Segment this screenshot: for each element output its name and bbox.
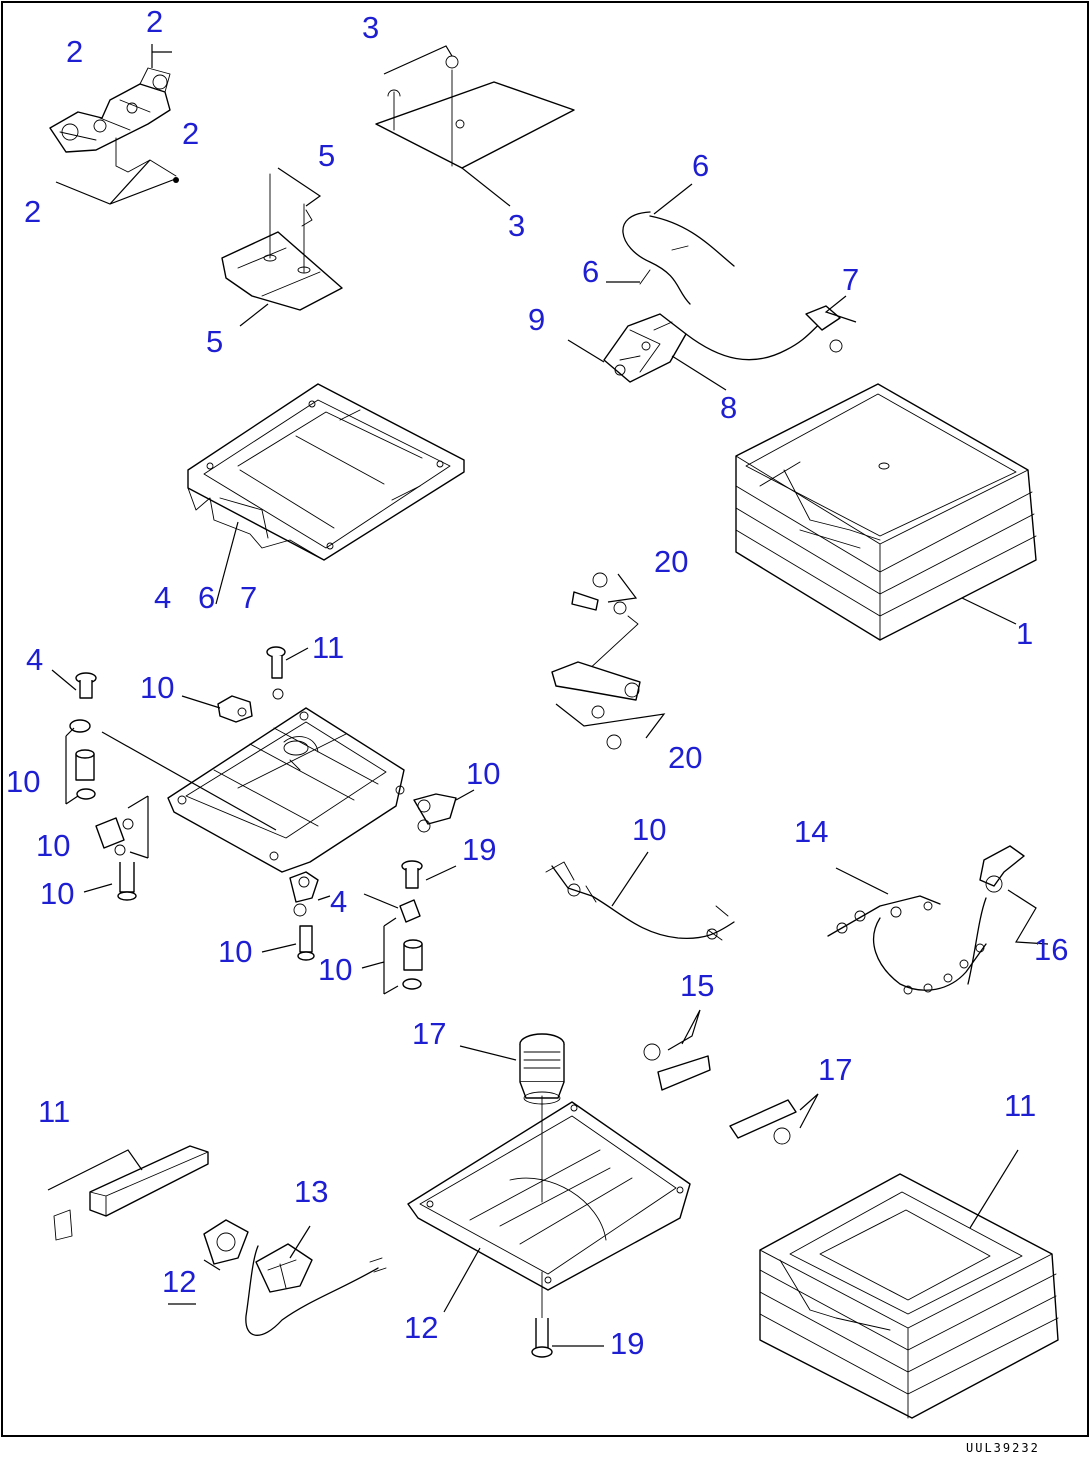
callout-16: 14 xyxy=(794,814,828,849)
callout-5: 5 xyxy=(318,138,335,173)
callout-2: 2 xyxy=(182,116,199,151)
callout-2: 2 xyxy=(66,34,83,69)
callout-10: 10 xyxy=(466,756,500,791)
part-16-wiring xyxy=(827,867,987,995)
callout-9: 9 xyxy=(528,302,545,337)
upper-suspension-frame xyxy=(187,383,465,605)
part-12-switch xyxy=(168,1219,387,1336)
callout-15: 16 xyxy=(1034,932,1068,967)
callout-10: 10 xyxy=(140,670,174,705)
part-18-cushion-frame xyxy=(759,1149,1059,1419)
part-5-bracket xyxy=(221,167,343,327)
part-10-bushing-right xyxy=(361,893,423,995)
part-3-mount-plate xyxy=(375,45,575,207)
part-10-bracket-top xyxy=(181,695,253,723)
callout-2: 2 xyxy=(146,4,163,39)
callout-13: 11 xyxy=(38,1094,70,1129)
part-20-link xyxy=(551,572,666,750)
callout-11: 19 xyxy=(610,1326,644,1361)
callout-17: 17 xyxy=(818,1052,852,1087)
callout-19: 12 xyxy=(404,1310,438,1345)
document-id: UUL39232 xyxy=(966,1441,1040,1455)
callout-14: 10 xyxy=(632,812,666,847)
callout-7: 7 xyxy=(240,580,257,615)
callout-labels: 2 2 2 2 3 3 5 5 6 6 7 8 9 4 6 7 1 20 20 … xyxy=(6,4,1068,1361)
callout-10: 10 xyxy=(318,952,352,987)
middle-suspension-frame xyxy=(101,707,405,873)
callout-18: 11 xyxy=(1004,1088,1036,1123)
part-17-clip-upper xyxy=(643,1009,711,1091)
callout-6: 6 xyxy=(198,580,215,615)
part-15-sensor xyxy=(967,845,1049,985)
part-4-bolt-left xyxy=(51,669,97,699)
callout-6: 6 xyxy=(692,148,709,183)
part-4-bolt-right xyxy=(401,860,457,889)
callout-11: 17 xyxy=(412,1016,446,1051)
callout-5: 5 xyxy=(206,324,223,359)
part-10-bracket-right xyxy=(413,789,475,833)
callout-4: 19 xyxy=(462,832,496,867)
part-11-air-spring xyxy=(459,1033,565,1105)
callout-10: 10 xyxy=(36,828,70,863)
callout-8: 8 xyxy=(720,390,737,425)
part-2-lever-assembly xyxy=(49,44,179,205)
part-17-clip-lower xyxy=(729,1093,819,1145)
callout-12: 13 xyxy=(294,1174,328,1209)
callout-20: 20 xyxy=(668,740,702,775)
part-1-seat-assembly xyxy=(735,383,1037,641)
part-10-bushing-left xyxy=(65,719,96,805)
part-19-bolt xyxy=(83,862,137,901)
part-13-handle xyxy=(47,1145,209,1241)
callout-7: 7 xyxy=(842,262,859,297)
callout-6: 6 xyxy=(582,254,599,289)
callout-19: 10 xyxy=(40,876,74,911)
part-11-bolt-bottom xyxy=(531,1318,604,1358)
callout-12: 12 xyxy=(162,1264,196,1299)
part-10-bracket-lower-left xyxy=(95,795,149,859)
callout-10: 4 xyxy=(330,884,347,919)
callout-2: 2 xyxy=(24,194,41,229)
callout-10: 10 xyxy=(6,764,40,799)
callout-4: 4 xyxy=(26,642,43,677)
callout-3: 3 xyxy=(508,208,525,243)
part-6-7-8-9-cable-lock xyxy=(567,183,857,391)
callout-4: 4 xyxy=(154,580,171,615)
callout-3: 3 xyxy=(362,10,379,45)
part-10-bracket-center xyxy=(261,871,331,961)
callout-10: 10 xyxy=(218,934,252,969)
callout-11: 11 xyxy=(312,630,344,665)
callout-20: 20 xyxy=(654,544,688,579)
part-19-base-frame xyxy=(407,1095,691,1319)
part-11-bolt-top xyxy=(266,646,309,700)
part-14-harness xyxy=(545,851,735,941)
callout-17: 15 xyxy=(680,968,714,1003)
callout-1: 1 xyxy=(1016,616,1033,651)
